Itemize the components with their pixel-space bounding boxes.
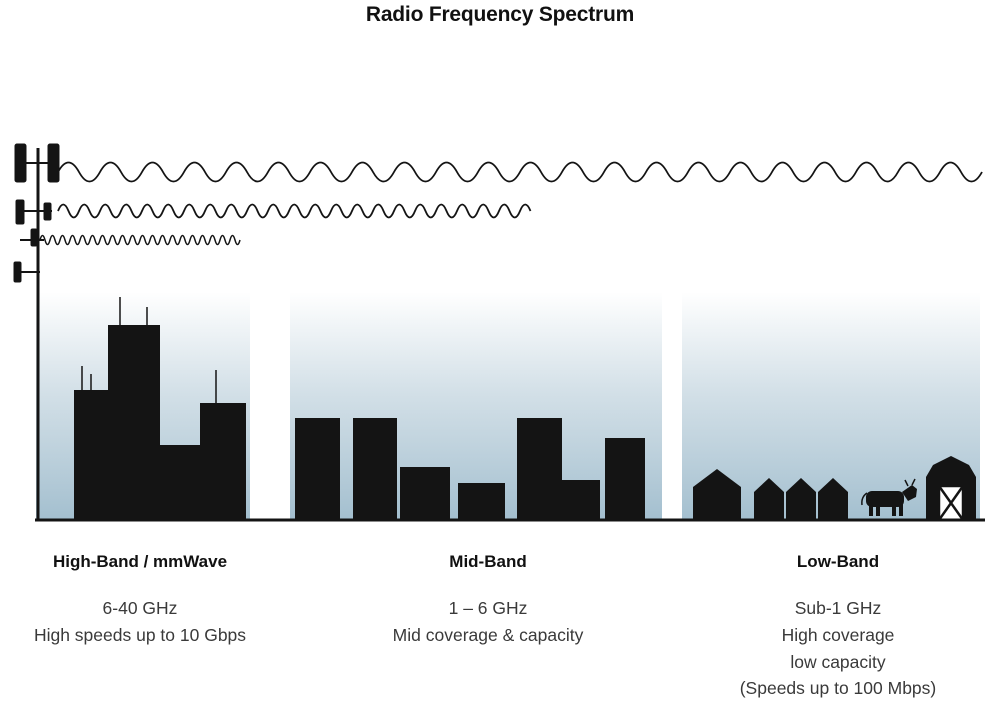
mid-rise-silhouette: [295, 418, 645, 520]
cow-icon: [861, 478, 917, 516]
building: [74, 390, 110, 520]
building: [200, 403, 246, 520]
building: [517, 418, 562, 520]
band-freq-high: 6-40 GHz: [102, 598, 178, 618]
band-desc-low-3: (Speeds up to 100 Mbps): [739, 678, 937, 699]
house-icon: [693, 469, 741, 520]
building: [108, 325, 160, 520]
band-desc-low-1: High coverage: [781, 624, 895, 645]
mid-band-label-block: Mid-Band 1 – 6 GHz Mid coverage & capaci…: [368, 548, 608, 649]
band-desc-mid: Mid coverage & capacity: [392, 624, 584, 645]
band-freq-low: Sub-1 GHz: [794, 598, 882, 618]
high-band-label-block: High-Band / mmWave 6-40 GHz High speeds …: [20, 548, 260, 649]
building: [353, 418, 397, 520]
band-desc-low-2: low capacity: [790, 651, 886, 672]
band-heading-mid: Mid-Band: [449, 552, 527, 571]
row-houses-icon: [754, 478, 848, 520]
building: [160, 445, 200, 520]
band-heading-high: High-Band / mmWave: [52, 552, 228, 571]
band-heading-low: Low-Band: [796, 552, 880, 571]
diagram-title: Radio Frequency Spectrum: [365, 3, 635, 26]
cell-tower-icon: [13, 143, 60, 520]
low-frequency-wave: [57, 161, 983, 183]
building: [400, 467, 450, 520]
band-desc-high: High speeds up to 10 Gbps: [33, 624, 247, 645]
mid-frequency-wave: [57, 203, 532, 219]
high-frequency-wave: [39, 234, 241, 246]
barn-icon: [926, 456, 976, 522]
building: [605, 438, 645, 520]
rural-silhouette: [693, 456, 976, 522]
building: [562, 480, 600, 520]
skyscrapers-silhouette: [74, 297, 246, 520]
building: [295, 418, 340, 520]
low-band-label-block: Low-Band Sub-1 GHz High coverage low cap…: [708, 548, 968, 702]
band-freq-mid: 1 – 6 GHz: [448, 598, 528, 618]
building: [458, 483, 505, 520]
